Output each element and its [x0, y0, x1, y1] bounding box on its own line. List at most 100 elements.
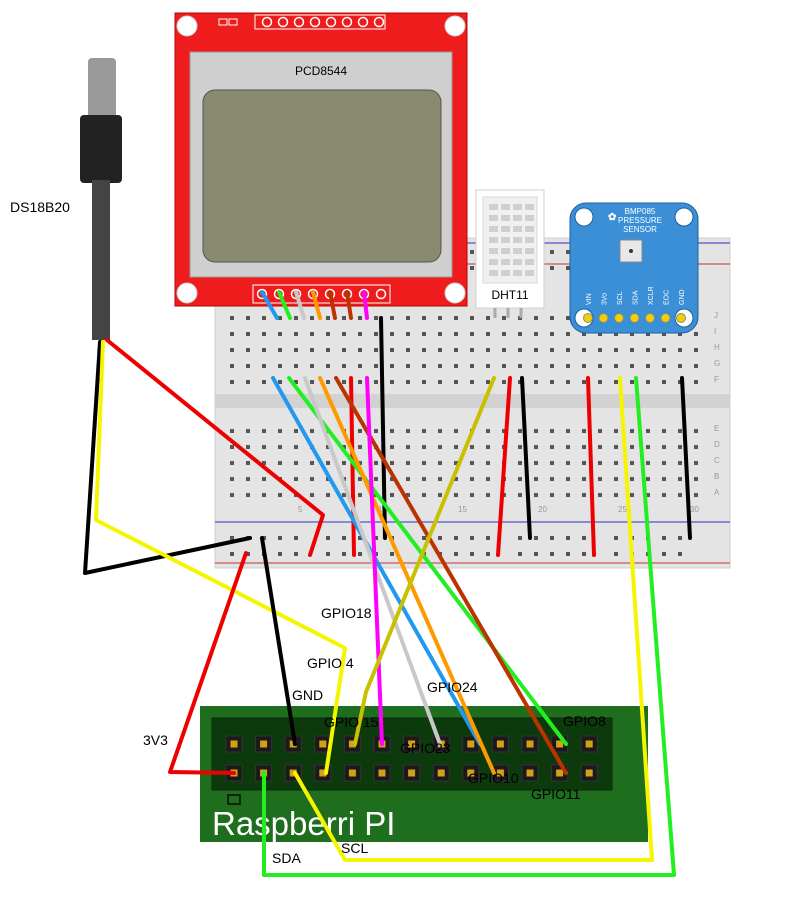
wire-black [680, 376, 692, 540]
breadboard-hole [550, 332, 554, 336]
breadboard-hole [630, 429, 634, 433]
bmp-pin [598, 313, 609, 323]
rail-hole [246, 552, 250, 556]
breadboard-hole [262, 445, 266, 449]
rail-hole [470, 552, 474, 556]
rail-hole [662, 552, 666, 556]
breadboard-hole [694, 364, 698, 368]
breadboard-hole [598, 429, 602, 433]
breadboard-hole [326, 445, 330, 449]
bmp-title: SENSOR [623, 225, 657, 234]
breadboard-hole [278, 445, 282, 449]
lcd-pin [341, 16, 353, 28]
breadboard-hole [534, 493, 538, 497]
wire-black [260, 536, 297, 746]
breadboard-hole [278, 493, 282, 497]
breadboard-hole [470, 316, 474, 320]
breadboard-hole [550, 364, 554, 368]
wire-magenta [365, 376, 384, 746]
wire-brown [345, 290, 353, 320]
row-letter: J [714, 311, 718, 320]
breadboard-hole [438, 332, 442, 336]
rail-hole [342, 552, 346, 556]
breadboard-hole [630, 477, 634, 481]
breadboard-hole [662, 364, 666, 368]
breadboard-hole [518, 429, 522, 433]
breadboard-hole [230, 364, 234, 368]
rail-hole [230, 536, 234, 540]
breadboard-hole [406, 316, 410, 320]
breadboard-hole [230, 461, 234, 465]
breadboard-hole [438, 348, 442, 352]
breadboard-hole [230, 445, 234, 449]
rail-hole [566, 536, 570, 540]
breadboard-hole [342, 493, 346, 497]
rail-hole [438, 536, 442, 540]
breadboard-hole [390, 429, 394, 433]
breadboard-hole [294, 316, 298, 320]
breadboard-hole [390, 316, 394, 320]
breadboard-hole [278, 332, 282, 336]
dht-vent [525, 226, 534, 232]
dht-vent [501, 237, 510, 243]
breadboard-hole [374, 461, 378, 465]
breadboard-hole [438, 461, 442, 465]
lcd-label: PCD8544 [295, 64, 347, 78]
breadboard-hole [646, 332, 650, 336]
breadboard-hole [230, 332, 234, 336]
breadboard-hole [566, 316, 570, 320]
dht-vent-grid [489, 204, 534, 276]
breadboard-hole [390, 477, 394, 481]
breadboard-hole [518, 493, 522, 497]
breadboard-hole [326, 364, 330, 368]
header-pin-contact [526, 769, 534, 777]
breadboard-hole [614, 429, 618, 433]
breadboard-hole [246, 477, 250, 481]
header-pin-contact [378, 769, 386, 777]
breadboard-hole [486, 429, 490, 433]
dht-vent [525, 237, 534, 243]
breadboard-hole [502, 348, 506, 352]
breadboard-hole [326, 493, 330, 497]
breadboard-hole [406, 348, 410, 352]
breadboard-hole [390, 348, 394, 352]
wire-blue [260, 290, 279, 320]
breadboard-hole [230, 493, 234, 497]
breadboard-hole [390, 380, 394, 384]
breadboard-hole [518, 461, 522, 465]
dht-vent [489, 259, 498, 265]
label-gpio15: GPIO 15 [324, 714, 379, 730]
column-number: 5 [298, 505, 303, 514]
row-letter: D [714, 440, 720, 449]
breadboard-hole [614, 477, 618, 481]
breadboard-hole [502, 429, 506, 433]
breadboard-hole [662, 477, 666, 481]
rail-hole [454, 536, 458, 540]
dht-vent [501, 259, 510, 265]
mount-hole [444, 15, 466, 37]
breadboard-hole [246, 348, 250, 352]
wire-green [277, 290, 292, 320]
header-pin-contact [437, 769, 445, 777]
dht-vent [525, 204, 534, 210]
rail-hole [662, 536, 666, 540]
lcd-pin [273, 288, 285, 300]
rail-hole [486, 536, 490, 540]
dht-vent [525, 259, 534, 265]
rail-hole [470, 266, 474, 270]
breadboard-hole [534, 461, 538, 465]
column-number: 30 [690, 505, 699, 514]
row-letters: J I H G F E D C B A [714, 311, 720, 497]
rail-hole [518, 552, 522, 556]
breadboard-hole [662, 493, 666, 497]
breadboard-hole [646, 493, 650, 497]
label-gpio24: GPIO24 [427, 679, 478, 695]
header-pin-contact [230, 740, 238, 748]
rail-hole [678, 536, 682, 540]
breadboard-hole [406, 477, 410, 481]
row-letter: B [714, 472, 719, 481]
breadboard-hole [630, 380, 634, 384]
breadboard-hole [598, 348, 602, 352]
